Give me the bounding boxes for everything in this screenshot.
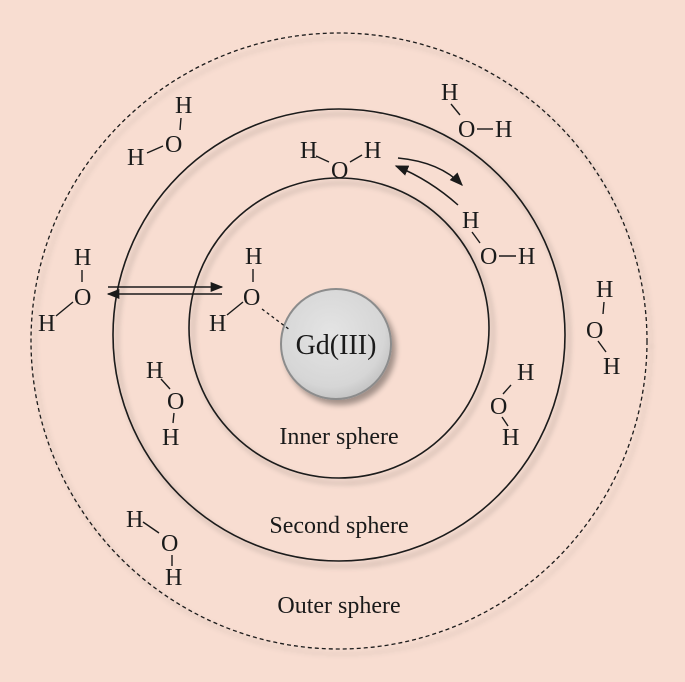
oxygen-atom: O [458, 117, 475, 143]
o-h-bond [142, 521, 160, 534]
hydrogen-atom: H [518, 244, 535, 270]
curved-arrow-clockwise [397, 157, 463, 186]
hydrogen-atom: H [209, 311, 226, 337]
hydrogen-atom: H [596, 277, 613, 303]
oxygen-atom: O [243, 285, 260, 311]
hydrogen-atom: H [146, 358, 163, 384]
hydrogen-atom: H [127, 145, 144, 171]
hydrogen-atom: H [175, 93, 192, 119]
oxygen-atom: O [490, 394, 507, 420]
o-h-bond [349, 154, 363, 163]
inner-sphere-boundary [188, 177, 490, 479]
o-h-bond [502, 384, 512, 395]
hydrogen-atom: H [517, 360, 534, 386]
o-h-bond [501, 416, 509, 427]
o-h-bond [55, 301, 74, 317]
hydrogen-atom: H [441, 80, 458, 106]
o-h-bond [179, 117, 182, 131]
hydrogen-atom: H [502, 425, 519, 451]
oxygen-atom: O [167, 389, 184, 415]
inner-sphere-label: Inner sphere [279, 424, 398, 450]
o-h-bond [450, 103, 461, 116]
outer-sphere-boundary [30, 32, 648, 650]
water-molecule: H O H [38, 245, 91, 337]
hydrogen-atom: H [364, 138, 381, 164]
water-molecule: H O H [209, 244, 262, 337]
o-h-bond [471, 231, 481, 244]
oxygen-atom: O [480, 244, 497, 270]
o-h-bond [172, 412, 175, 424]
second-sphere-boundary [112, 108, 566, 562]
o-h-bond [160, 378, 171, 390]
second-sphere-label: Second sphere [269, 513, 408, 539]
hydrogen-atom: H [162, 425, 179, 451]
water-molecule: H O H [126, 507, 182, 591]
water-molecule: H O H [490, 360, 534, 451]
oxygen-atom: O [74, 285, 91, 311]
hydrogen-atom: H [462, 208, 479, 234]
hydrogen-atom: H [38, 311, 55, 337]
o-h-bond [226, 301, 244, 316]
hydrogen-atom: H [603, 354, 620, 380]
hydrogen-atom: H [165, 565, 182, 591]
water-molecule: H O H [441, 80, 512, 143]
water-molecule: H O H [127, 93, 192, 171]
water-molecule: H O H [462, 208, 535, 270]
oxygen-atom: O [161, 531, 178, 557]
gd-ion [280, 288, 392, 400]
water-molecule: H O H [146, 358, 184, 451]
o-h-bond [602, 301, 605, 315]
curved-arrow-counterclockwise [394, 165, 459, 206]
outer-sphere-label: Outer sphere [277, 593, 400, 619]
oxygen-atom: O [165, 132, 182, 158]
oxygen-atom: O [331, 158, 348, 184]
gd-label: Gd(III) [296, 330, 377, 361]
hydrogen-atom: H [245, 244, 262, 270]
hydrogen-atom: H [495, 117, 512, 143]
o-h-bond [315, 155, 330, 163]
oxygen-atom: O [586, 318, 603, 344]
water-molecule: H O H [300, 138, 381, 184]
hydrogen-atom: H [74, 245, 91, 271]
o-h-bond [597, 340, 607, 353]
o-h-bond [146, 145, 164, 154]
hydrogen-atom: H [300, 138, 317, 164]
hydrogen-atom: H [126, 507, 143, 533]
water-molecule: H O H [586, 277, 620, 380]
